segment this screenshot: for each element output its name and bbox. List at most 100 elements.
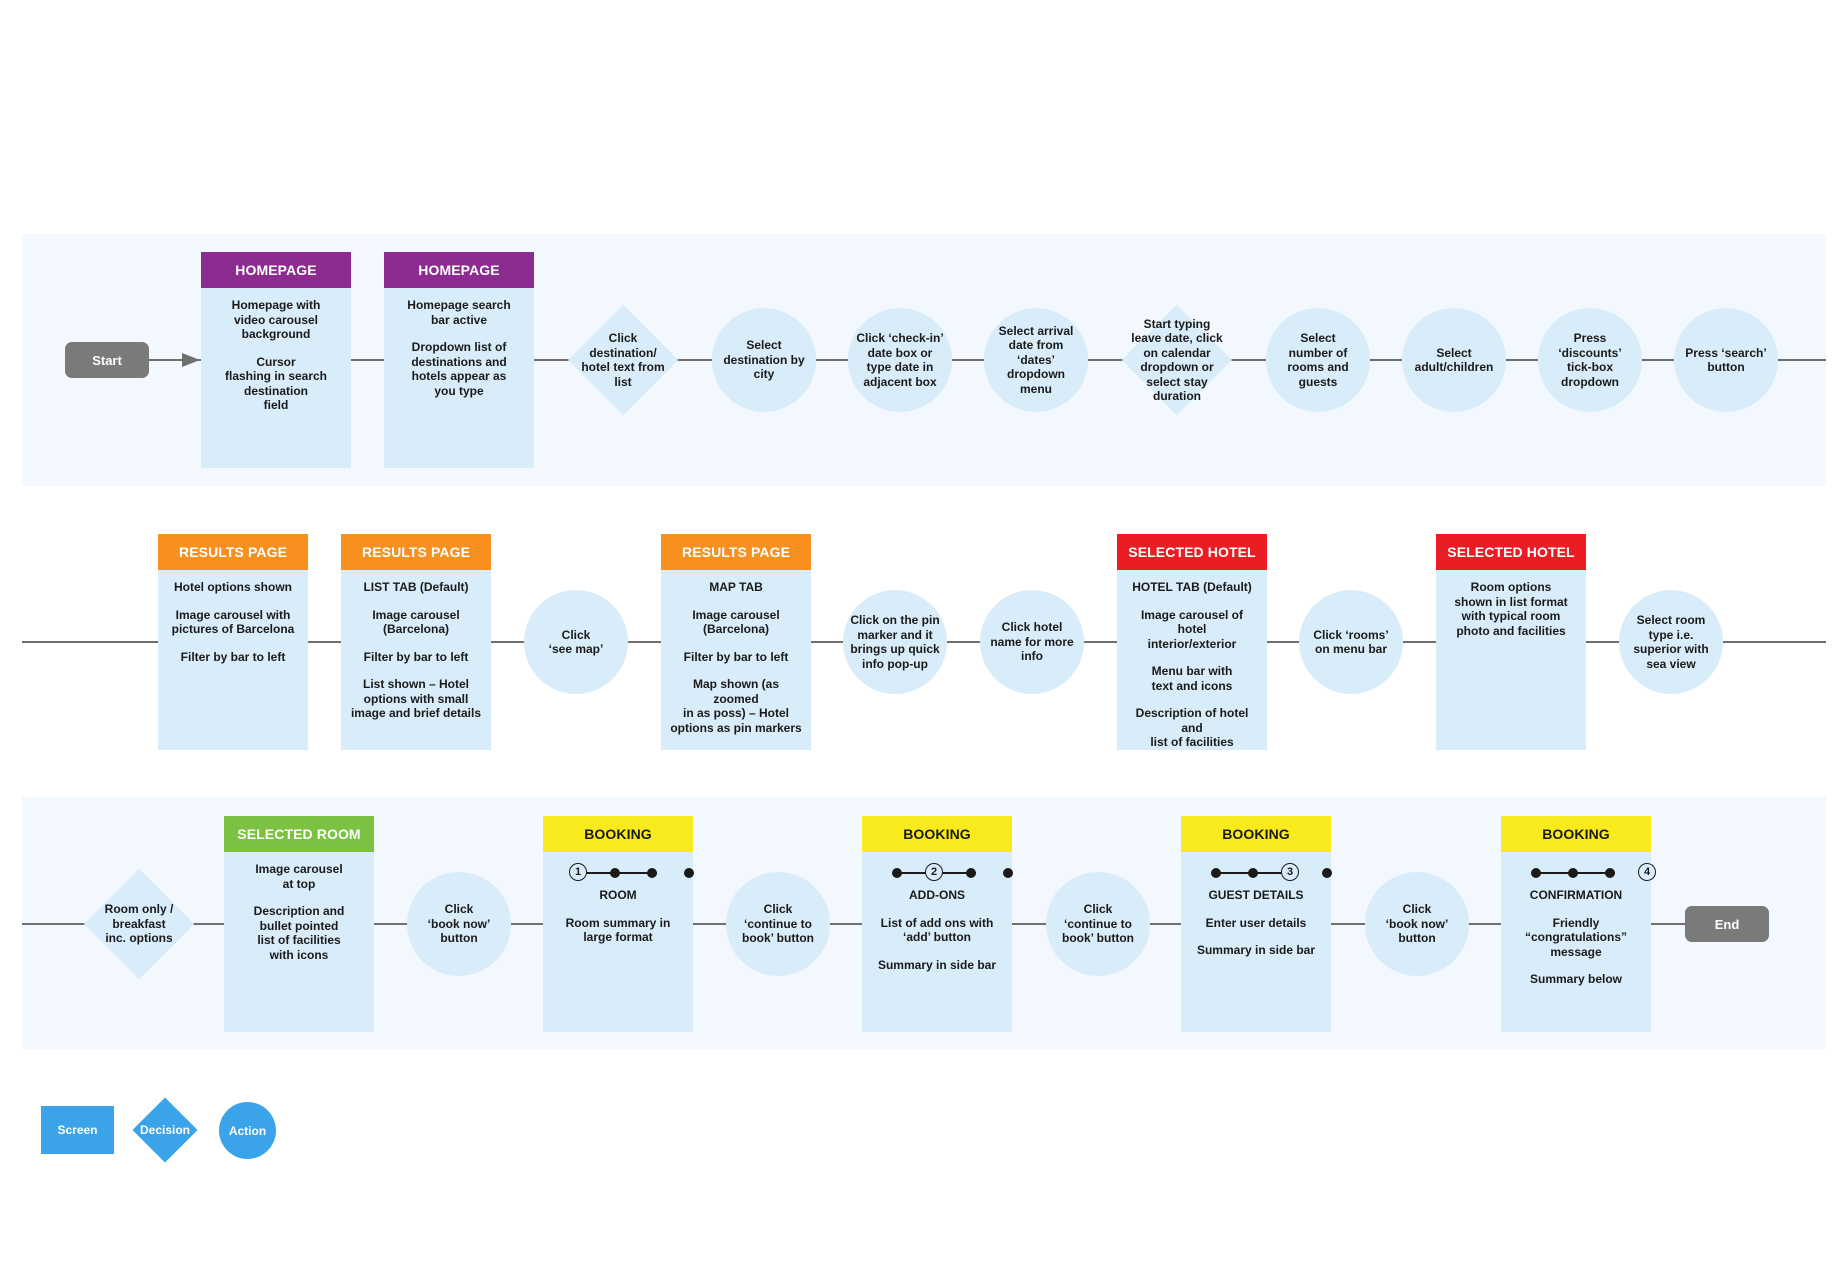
booking-progress: 1	[569, 862, 694, 884]
screen-booking-room: BOOKING 1 ROOM Room summary in large for…	[543, 816, 694, 1032]
screen-header: BOOKING	[1181, 816, 1331, 852]
screen-line: Map shown (as zoomed in as poss) – Hotel…	[670, 677, 802, 735]
screen-header: HOMEPAGE	[201, 252, 351, 288]
screen-body: 2 ADD-ONS List of add ons with ‘add’ but…	[862, 852, 1013, 972]
action-book-now-2: Click ‘book now’ button	[1365, 872, 1469, 976]
screen-body: MAP TAB Image carousel (Barcelona) Filte…	[661, 570, 811, 735]
action-select-arrival: Select arrival date from ‘dates’ dropdow…	[984, 308, 1088, 412]
progress-step-current: 3	[1281, 863, 1299, 881]
decision-label: Click destination/ hotel text from list	[581, 331, 665, 389]
progress-step	[647, 868, 657, 878]
screen-body: 1 ROOM Room summary in large format	[543, 852, 694, 945]
progress-step	[1568, 868, 1578, 878]
screen-body: HOTEL TAB (Default) Image carousel of ho…	[1117, 570, 1267, 750]
screen-line: Friendly “congratulations” message	[1524, 915, 1627, 959]
screen-line: Filter by bar to left	[683, 649, 789, 664]
legend-decision-label: Decision	[139, 1123, 190, 1137]
screen-line: Room options shown in list format with t…	[1454, 580, 1568, 638]
screen-line: Summary in side bar	[877, 957, 997, 972]
screen-line: ROOM	[599, 888, 637, 902]
screen-line: ADD-ONS	[909, 888, 965, 902]
screen-body: Homepage with video carousel background …	[201, 288, 351, 413]
screen-results-map: RESULTS PAGE MAP TAB Image carousel (Bar…	[661, 534, 811, 750]
screen-header: BOOKING	[862, 816, 1012, 852]
action-book-now-1: Click ‘book now’ button	[407, 872, 511, 976]
screen-line: List of add ons with ‘add’ button	[880, 915, 994, 945]
screen-homepage-1: HOMEPAGE Homepage with video carousel ba…	[201, 252, 351, 468]
screen-line: Filter by bar to left	[180, 649, 286, 664]
booking-progress: 2	[892, 862, 1013, 884]
start-terminal: Start	[65, 342, 149, 378]
decision-room-options: Room only / breakfast inc. options	[83, 868, 195, 980]
screen-results-list: RESULTS PAGE LIST TAB (Default) Image ca…	[341, 534, 491, 750]
screen-line: Image carousel at top	[255, 862, 343, 891]
screen-body: 3 GUEST DETAILS Enter user details Summa…	[1181, 852, 1332, 958]
screen-body: Homepage search bar active Dropdown list…	[384, 288, 534, 398]
screen-line: Image carousel (Barcelona)	[372, 607, 460, 637]
action-click-hotel-name: Click hotel name for more info	[980, 590, 1084, 694]
screen-line: LIST TAB (Default)	[363, 580, 469, 594]
screen-booking-addons: BOOKING 2 ADD-ONS List of add ons with ‘…	[862, 816, 1013, 1032]
progress-step	[1003, 868, 1013, 878]
row1-connector	[130, 359, 1826, 361]
screen-line: Dropdown list of destinations and hotels…	[411, 340, 507, 398]
action-click-pin: Click on the pin marker and it brings up…	[843, 590, 947, 694]
action-select-adults: Select adult/children	[1402, 308, 1506, 412]
screen-line: MAP TAB	[709, 580, 763, 594]
screen-line: Summary below	[1529, 972, 1623, 986]
screen-line: Enter user details	[1205, 915, 1307, 930]
action-select-rooms: Select number of rooms and guests	[1266, 308, 1370, 412]
progress-step-current: 4	[1638, 863, 1656, 881]
screen-line: Cursor flashing in search destination fi…	[224, 354, 328, 413]
screen-selected-hotel-1: SELECTED HOTEL HOTEL TAB (Default) Image…	[1117, 534, 1267, 750]
screen-header: RESULTS PAGE	[341, 534, 491, 570]
screen-header: BOOKING	[543, 816, 693, 852]
legend-decision: Decision	[132, 1097, 198, 1163]
screen-line: CONFIRMATION	[1529, 888, 1623, 902]
progress-step	[1605, 868, 1615, 878]
action-select-destination: Select destination by city	[712, 308, 816, 412]
progress-step-current: 1	[569, 863, 587, 881]
screen-line: Filter by bar to left	[363, 649, 469, 664]
screen-selected-room: SELECTED ROOM Image carousel at top Desc…	[224, 816, 374, 1032]
row3-connector	[22, 923, 1688, 925]
action-continue-book-2: Click ‘continue to book’ button	[1046, 872, 1150, 976]
screen-line: HOTEL TAB (Default)	[1132, 580, 1252, 594]
progress-step	[966, 868, 976, 878]
screen-line: Room summary in large format	[565, 915, 671, 945]
screen-header: BOOKING	[1501, 816, 1651, 852]
screen-line: Description and bullet pointed list of f…	[253, 904, 345, 962]
decision-label: Room only / breakfast inc. options	[104, 902, 174, 946]
screen-body: Hotel options shown Image carousel with …	[158, 570, 308, 664]
screen-line: GUEST DETAILS	[1208, 888, 1304, 902]
screen-line: Summary in side bar	[1196, 943, 1316, 957]
screen-booking-confirmation: BOOKING 4 CONFIRMATION Friendly “congrat…	[1501, 816, 1656, 1032]
action-select-room-type: Select room type i.e. superior with sea …	[1619, 590, 1723, 694]
screen-selected-hotel-2: SELECTED HOTEL Room options shown in lis…	[1436, 534, 1586, 750]
screen-body: Room options shown in list format with t…	[1436, 570, 1586, 638]
screen-booking-guest: BOOKING 3 GUEST DETAILS Enter user detai…	[1181, 816, 1332, 1032]
screen-header: SELECTED HOTEL	[1436, 534, 1586, 570]
screen-header: SELECTED HOTEL	[1117, 534, 1267, 570]
end-terminal: End	[1685, 906, 1769, 942]
progress-step	[610, 868, 620, 878]
legend-screen: Screen	[41, 1106, 114, 1154]
progress-step	[1248, 868, 1258, 878]
screen-line: Menu bar with text and icons	[1151, 664, 1233, 693]
screen-line: List shown – Hotel options with small im…	[350, 677, 482, 720]
screen-body: Image carousel at top Description and bu…	[224, 852, 374, 962]
screen-header: RESULTS PAGE	[661, 534, 811, 570]
screen-header: HOMEPAGE	[384, 252, 534, 288]
screen-line: Image carousel of hotel interior/exterio…	[1140, 607, 1244, 651]
screen-line: Homepage search bar active	[407, 298, 511, 327]
decision-label: Start typing leave date, click on calend…	[1131, 316, 1223, 404]
progress-step	[1531, 868, 1541, 878]
action-click-checkin: Click ‘check-in’ date box or type date i…	[848, 308, 952, 412]
progress-step	[1211, 868, 1221, 878]
screen-line: Image carousel (Barcelona)	[692, 607, 780, 637]
decision-click-destination: Click destination/ hotel text from list	[567, 304, 679, 416]
screen-body: 4 CONFIRMATION Friendly “congratulations…	[1501, 852, 1656, 987]
progress-step	[1322, 868, 1332, 878]
screen-line: Description of hotel and list of facilit…	[1135, 706, 1249, 749]
decision-leave-date: Start typing leave date, click on calend…	[1121, 304, 1233, 416]
